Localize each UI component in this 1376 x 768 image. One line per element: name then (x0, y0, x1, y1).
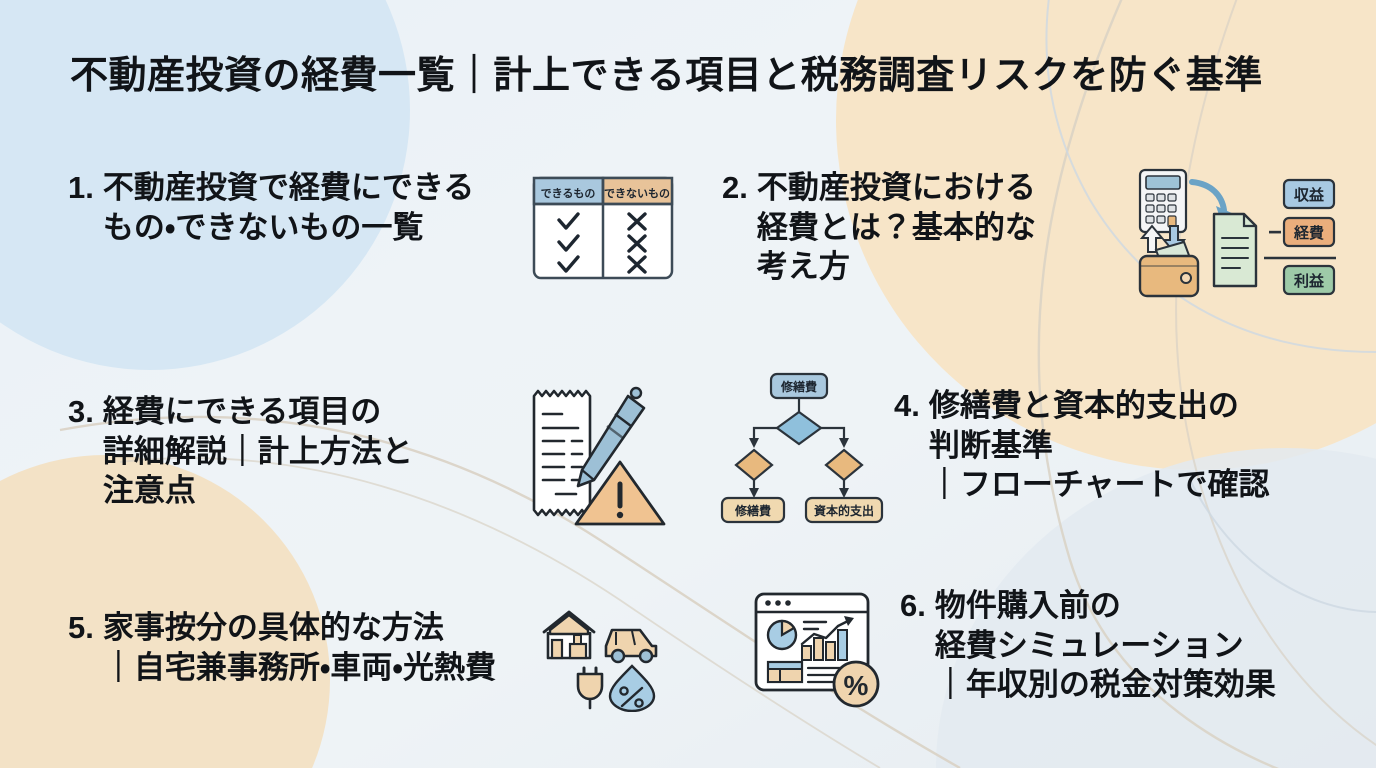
item-label: 経費にできる項目の 詳細解説｜計上方法と 注意点 (102, 394, 413, 509)
item-label: 不動産投資における 経費とは？基本的な 考え方 (756, 170, 1036, 285)
flowchart-top-box: 修繕費 (769, 372, 829, 400)
table-header-cannot: できないもの (604, 187, 670, 200)
item-label: 家事按分の具体的な方法 ｜自宅兼事務所・車両・光熱費 (102, 610, 496, 685)
svg-text:利益: 利益 (1294, 272, 1325, 290)
flowchart-right-result: 資本的支出 (804, 496, 884, 524)
cross-marks (627, 212, 647, 274)
item-number: 3. (68, 394, 94, 429)
document-icon (1212, 212, 1258, 288)
calculator-icon (1138, 168, 1188, 234)
minus-operator: − (1268, 219, 1282, 246)
item-number: 4. (894, 388, 920, 423)
flowchart-decision-diamond (775, 410, 823, 446)
warning-triangle-icon (574, 460, 666, 526)
item-number: 1. (68, 170, 94, 205)
check-marks (557, 212, 580, 273)
profit-formula-icon: − 収益 経費 利益 (1128, 166, 1340, 306)
flowchart-icon: 修繕費 修繕費 資本的支出 (714, 372, 884, 524)
receipt-icon (532, 389, 592, 517)
expense-badge: 経費 (1282, 216, 1336, 248)
revenue-badge: 収益 (1282, 178, 1336, 210)
pie-chart-icon (766, 619, 798, 651)
list-item-4[interactable]: 4. 修繕費と資本的支出の 判断基準 ｜フローチャートで確認 (894, 386, 1270, 505)
wallet-icon (1138, 240, 1200, 298)
house-icon (542, 610, 596, 660)
list-item-6[interactable]: 6. 物件購入前の 経費シミュレーション ｜年収別の税金対策効果 (900, 586, 1276, 705)
table-header-can: できるもの (541, 187, 596, 200)
item-number: 2. (722, 170, 748, 205)
dashboard-percent-icon: % (752, 588, 888, 712)
pen-icon (576, 386, 646, 488)
list-item-3[interactable]: 3. 経費にできる項目の 詳細解説｜計上方法と 注意点 (68, 392, 413, 511)
list-item-1[interactable]: 1. 不動産投資で経費にできる もの・できないもの一覧 (68, 168, 474, 247)
list-item-2[interactable]: 2. 不動産投資における 経費とは？基本的な 考え方 (722, 168, 1036, 287)
svg-text:修繕費: 修繕費 (780, 379, 817, 394)
home-car-utilities-icon (536, 604, 664, 712)
svg-text:経費: 経費 (1293, 224, 1324, 242)
list-item-5[interactable]: 5. 家事按分の具体的な方法 ｜自宅兼事務所・車両・光熱費 (68, 608, 496, 687)
profit-badge: 利益 (1282, 264, 1336, 296)
percent-badge-icon: % (832, 660, 880, 708)
svg-text:%: % (844, 670, 869, 701)
bar-chart-icon (800, 616, 854, 661)
item-label: 修繕費と資本的支出の 判断基準 ｜フローチャートで確認 (928, 388, 1270, 503)
flowchart-left-result: 修繕費 (720, 496, 786, 524)
water-droplet-icon (608, 664, 656, 712)
item-label: 不動産投資で経費にできる もの・できないもの一覧 (102, 170, 475, 245)
svg-text:資本的支出: 資本的支出 (814, 503, 874, 518)
item-label: 物件購入前の 経費シミュレーション ｜年収別の税金対策効果 (934, 588, 1276, 703)
flowchart-right-diamond (824, 448, 864, 482)
svg-text:収益: 収益 (1294, 186, 1325, 204)
item-number: 6. (900, 588, 926, 623)
svg-text:修繕費: 修繕費 (734, 503, 771, 518)
page-title: 不動産投資の経費一覧｜計上できる項目と税務調査リスクを防ぐ基準 (70, 55, 1263, 97)
car-icon (604, 628, 658, 664)
receipt-pen-warning-icon (516, 384, 676, 534)
comparison-table-icon: できるもの できないもの (532, 176, 674, 280)
flowchart-left-diamond (734, 448, 774, 482)
item-number: 5. (68, 610, 94, 645)
power-plug-icon (576, 666, 604, 710)
